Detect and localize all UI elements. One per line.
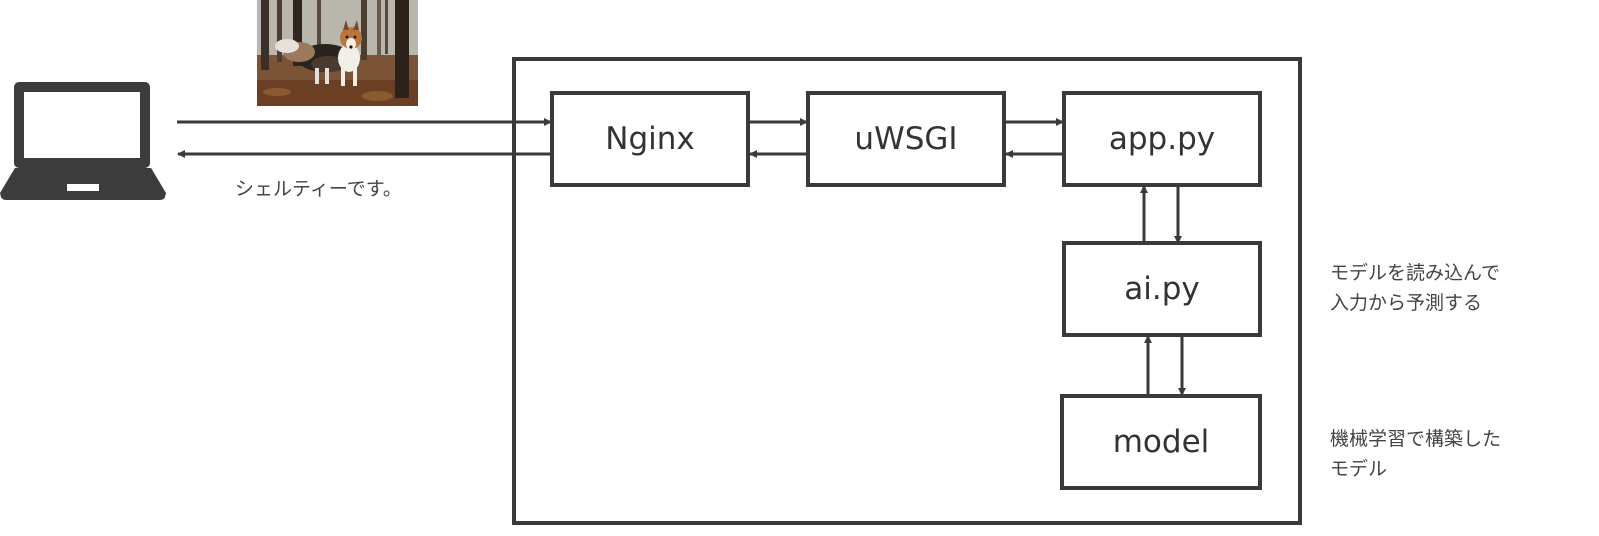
model-note: 機械学習で構築した モデル <box>1330 424 1501 484</box>
model-node: model <box>1060 394 1262 490</box>
uwsgi-node: uWSGI <box>806 91 1006 187</box>
laptop-screen <box>14 82 150 168</box>
uwsgi-label: uWSGI <box>854 121 958 157</box>
ai-label: ai.py <box>1124 271 1200 307</box>
sheltie-image <box>257 0 418 106</box>
server-boundary <box>512 57 1302 525</box>
laptop-icon <box>0 82 166 202</box>
app-label: app.py <box>1108 121 1216 157</box>
ai-note: モデルを読み込んで 入力から予測する <box>1330 258 1500 318</box>
response-caption: シェルティーです。 <box>235 178 402 200</box>
dog-photo <box>257 0 418 106</box>
model-note-line2: モデル <box>1330 458 1388 480</box>
laptop-touchpad <box>67 184 99 191</box>
ai-node: ai.py <box>1062 241 1262 337</box>
model-note-line1: 機械学習で構築した <box>1330 428 1502 450</box>
app-node: app.py <box>1062 91 1262 187</box>
model-label: model <box>1112 424 1210 460</box>
nginx-label: Nginx <box>605 121 695 157</box>
ai-note-line2: 入力から予測する <box>1330 292 1483 314</box>
ai-note-line1: モデルを読み込んで <box>1330 262 1501 284</box>
nginx-node: Nginx <box>550 91 750 187</box>
